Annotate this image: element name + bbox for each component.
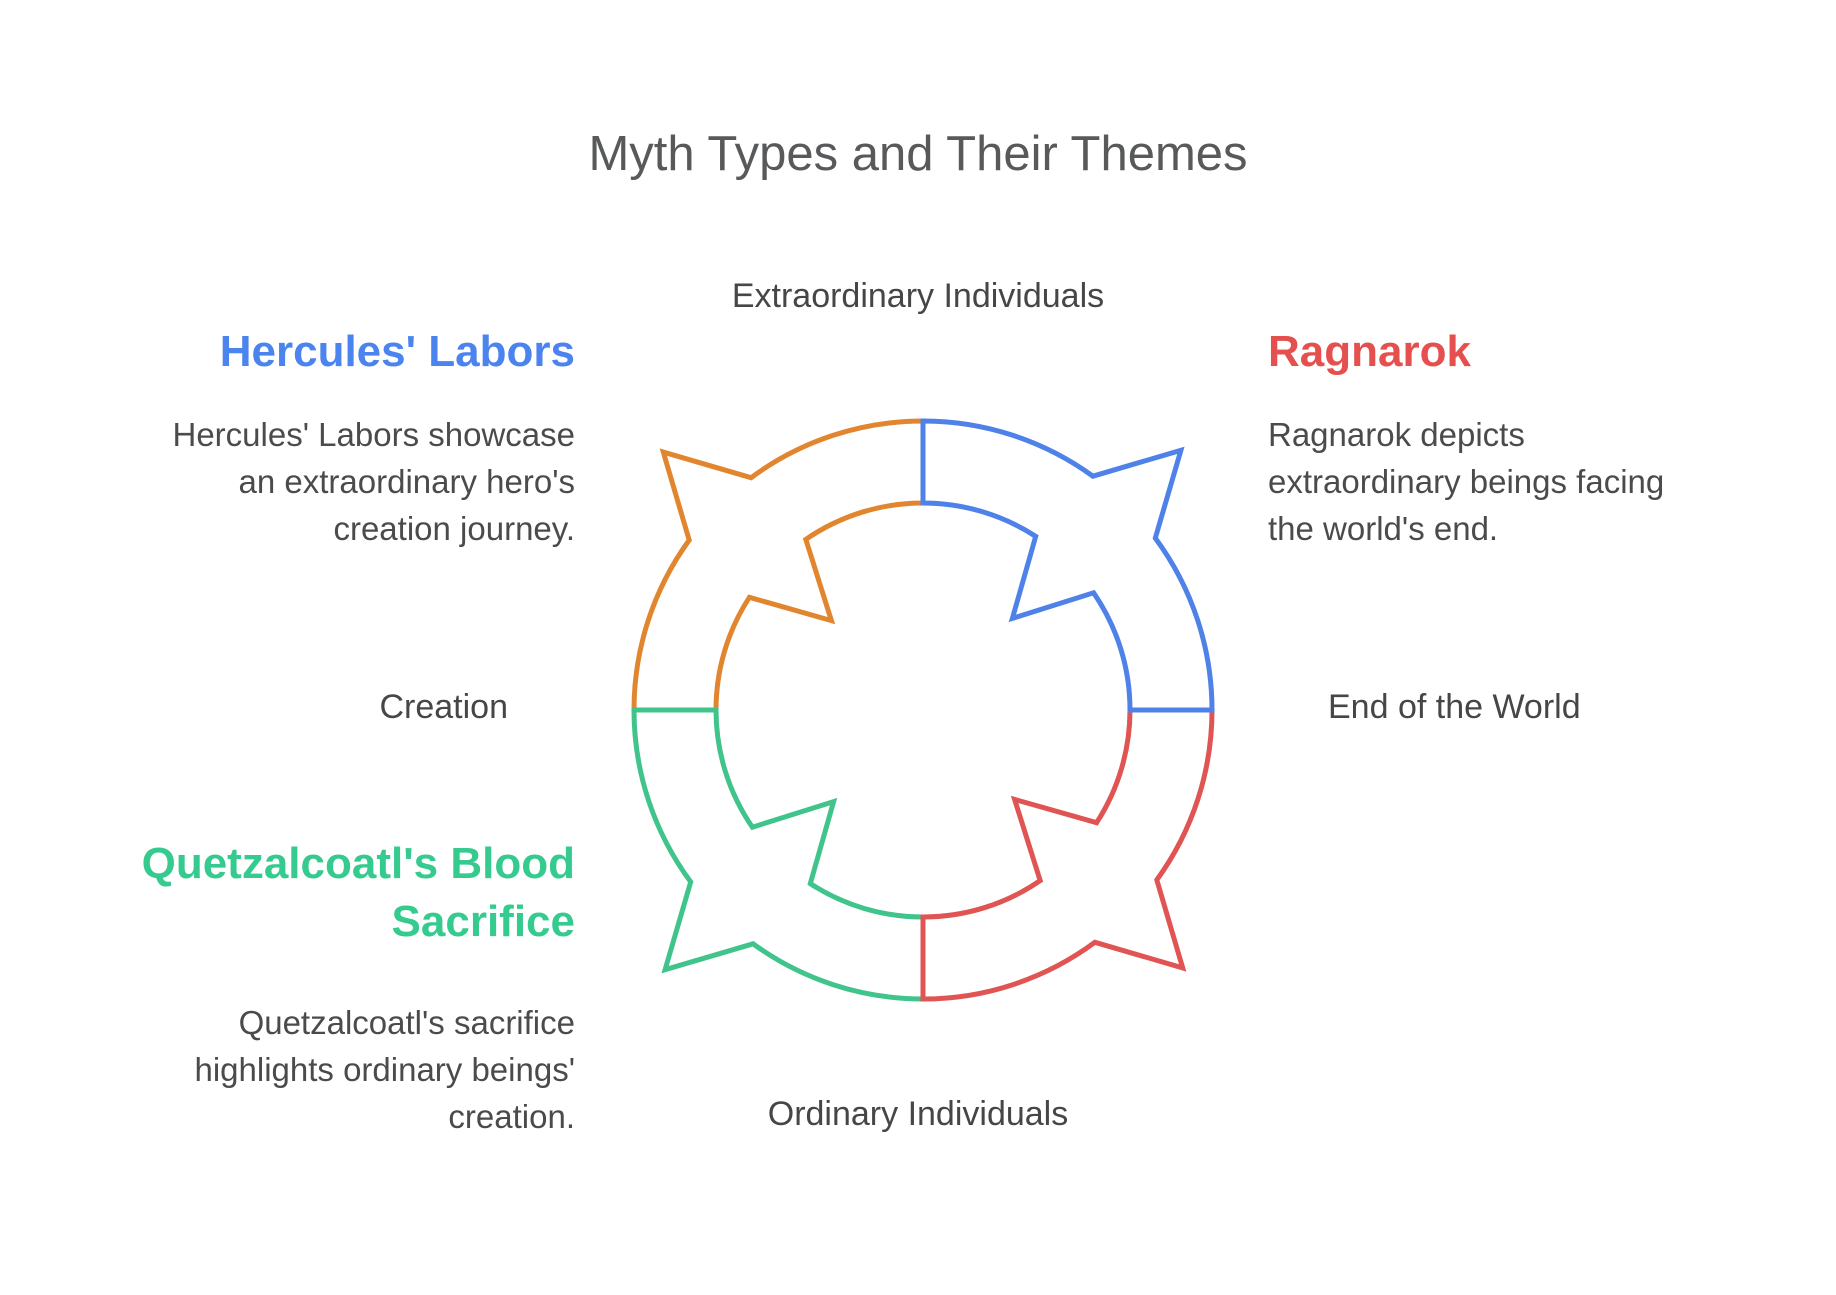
axis-label-top: Extraordinary Individuals xyxy=(731,277,1105,315)
callout-title-hercules: Hercules' Labors xyxy=(219,327,575,376)
description-line: creation. xyxy=(448,1098,575,1135)
description-line: Ragnarok depicts xyxy=(1268,416,1525,453)
axis-label-right: End of the World xyxy=(1328,688,1581,726)
axis-label-left: Creation xyxy=(379,688,508,726)
cycle-segment-top-right xyxy=(920,418,1215,713)
cycle-segment-top-left xyxy=(631,418,926,713)
callout-hercules-labors: Hercules' Labors Hercules' Labors showca… xyxy=(173,323,576,552)
description-line: Hercules' Labors showcase xyxy=(172,416,576,453)
callout-title-ragnarok: Ragnarok xyxy=(1268,327,1471,376)
description-line: an extraordinary hero's xyxy=(238,463,575,500)
callout-description-hercules: Hercules' Labors showcase an extraordina… xyxy=(173,411,576,552)
description-line: creation journey. xyxy=(333,510,575,547)
callout-description-quetzalcoatl: Quetzalcoatl's sacrifice highlights ordi… xyxy=(142,999,575,1140)
title-line: Sacrifice xyxy=(391,897,575,946)
description-line: highlights ordinary beings' xyxy=(194,1051,575,1088)
description-line: the world's end. xyxy=(1268,510,1499,547)
callout-ragnarok: Ragnarok Ragnarok depicts extraordinary … xyxy=(1268,323,1664,552)
title-line: Quetzalcoatl's Blood xyxy=(141,839,575,888)
callout-title-quetzalcoatl: Quetzalcoatl's Blood Sacrifice xyxy=(142,835,575,951)
cycle-diagram xyxy=(631,418,1215,1002)
description-line: extraordinary beings facing xyxy=(1268,463,1665,500)
callout-description-ragnarok: Ragnarok depicts extraordinary beings fa… xyxy=(1268,411,1664,552)
cycle-segment-bottom-left xyxy=(631,707,926,1002)
callout-quetzalcoatl: Quetzalcoatl's Blood Sacrifice Quetzalco… xyxy=(142,835,575,1140)
cycle-segment-bottom-right xyxy=(920,707,1215,1002)
description-line: Quetzalcoatl's sacrifice xyxy=(238,1004,575,1041)
page-title: Myth Types and Their Themes xyxy=(588,127,1248,181)
axis-label-bottom: Ordinary Individuals xyxy=(767,1095,1069,1133)
